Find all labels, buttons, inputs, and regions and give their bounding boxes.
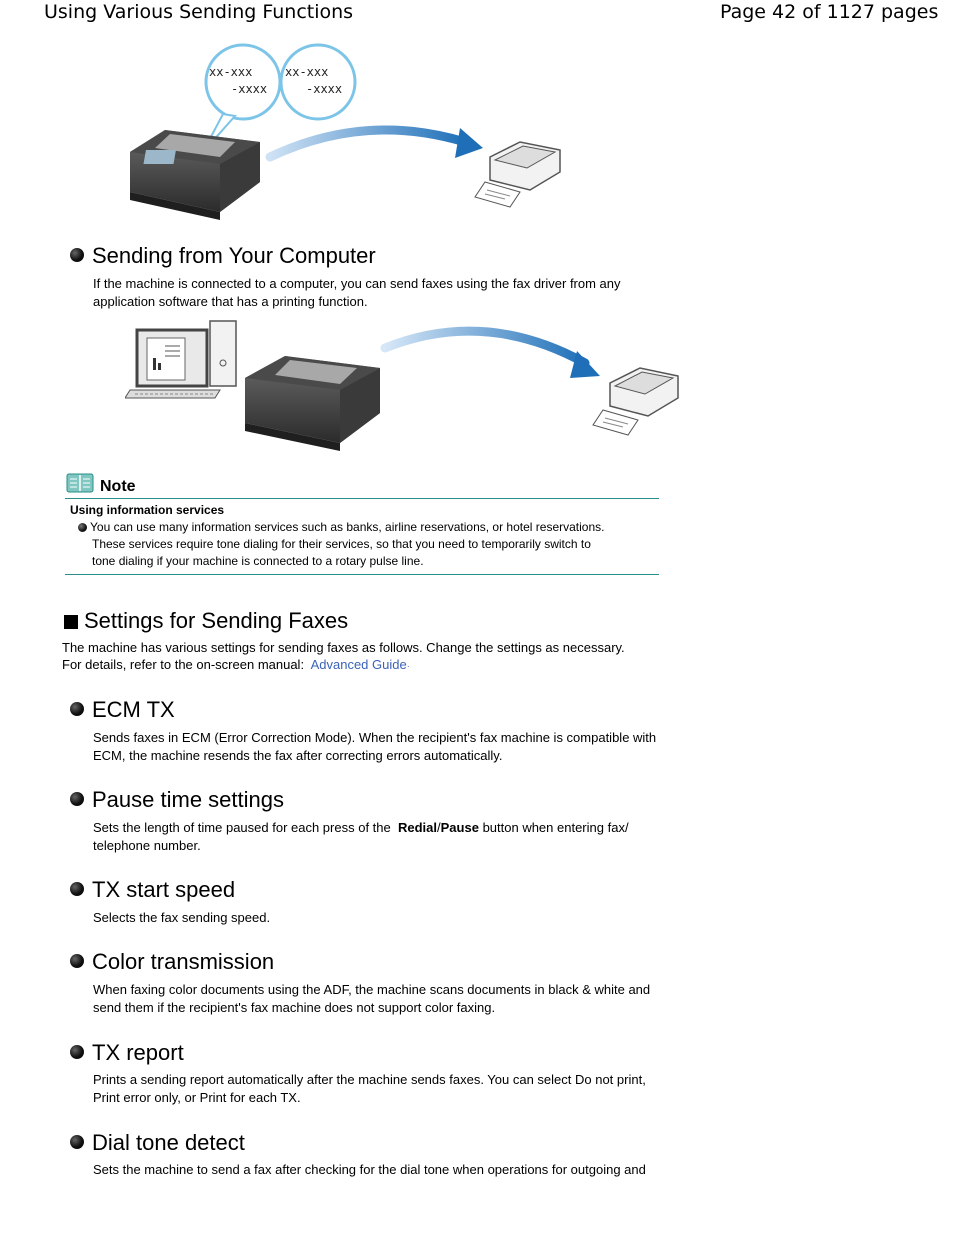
send-arrow	[265, 125, 470, 162]
bubble-number: -xxxx	[306, 82, 342, 96]
fax-machine-icon	[474, 141, 561, 208]
printer-icon	[130, 130, 260, 220]
multi-recipient-fax-illustration: xx-xxx -xxxx xx-xxx -xxxx	[130, 43, 561, 220]
redial-button-label: Redial	[397, 820, 437, 835]
settings-intro: The machine has various settings for sen…	[62, 640, 625, 672]
bullet-icon	[70, 1045, 84, 1059]
setting-description: Sets the machine to send a fax after che…	[93, 1162, 646, 1177]
bubble-number: -xxxx	[231, 82, 267, 96]
fax-machine-icon	[592, 367, 679, 436]
printer-icon	[245, 356, 380, 451]
note-icon	[66, 473, 94, 493]
bullet-icon	[70, 954, 84, 968]
note-subtitle: Using information services	[70, 503, 225, 517]
note-title: Note	[100, 478, 136, 495]
send-arrow	[380, 326, 590, 368]
setting-heading-tx-report: TX report	[70, 1040, 184, 1066]
section-description: If the machine is connected to a compute…	[93, 276, 621, 309]
section-heading: Sending from Your Computer	[70, 243, 376, 269]
bullet-icon	[70, 702, 84, 716]
pause-button-label: Pause	[440, 820, 479, 835]
bullet-icon	[70, 882, 84, 896]
bubble-number: xx-xxx	[209, 65, 252, 79]
setting-heading-pause-time: Pause time settings	[70, 787, 284, 813]
computer-icon	[125, 320, 237, 399]
setting-description: Selects the fax sending speed.	[93, 910, 271, 925]
settings-heading: Settings for Sending Faxes	[64, 608, 348, 634]
page-indicator: Page 42 of 1127 pages	[720, 1, 939, 23]
bullet-icon	[70, 792, 84, 806]
bullet-icon	[70, 1135, 84, 1149]
note-divider-top	[65, 498, 659, 499]
setting-description: Sends faxes in ECM (Error Correction Mod…	[93, 730, 657, 763]
setting-heading-dial-tone-detect: Dial tone detect	[70, 1130, 245, 1156]
note-divider-bottom	[65, 574, 659, 575]
bubble-number: xx-xxx	[285, 65, 328, 79]
setting-description: Prints a sending report automatically af…	[93, 1072, 646, 1105]
note-body: You can use many information services su…	[90, 520, 605, 568]
bullet-icon	[78, 523, 87, 532]
setting-heading-tx-start-speed: TX start speed	[70, 877, 235, 903]
computer-fax-illustration	[125, 320, 679, 451]
setting-heading-ecm-tx: ECM TX	[70, 697, 175, 723]
setting-description: Sets the length of time paused for each …	[93, 820, 629, 853]
bullet-icon	[70, 248, 84, 262]
setting-heading-color-transmission: Color transmission	[70, 949, 274, 975]
square-bullet-icon	[64, 615, 78, 629]
document-title: Using Various Sending Functions	[44, 1, 354, 23]
speed-dial-bubble	[279, 43, 357, 121]
advanced-guide-link[interactable]: Advanced Guide	[310, 657, 407, 672]
setting-description: When faxing color documents using the AD…	[93, 982, 651, 1015]
